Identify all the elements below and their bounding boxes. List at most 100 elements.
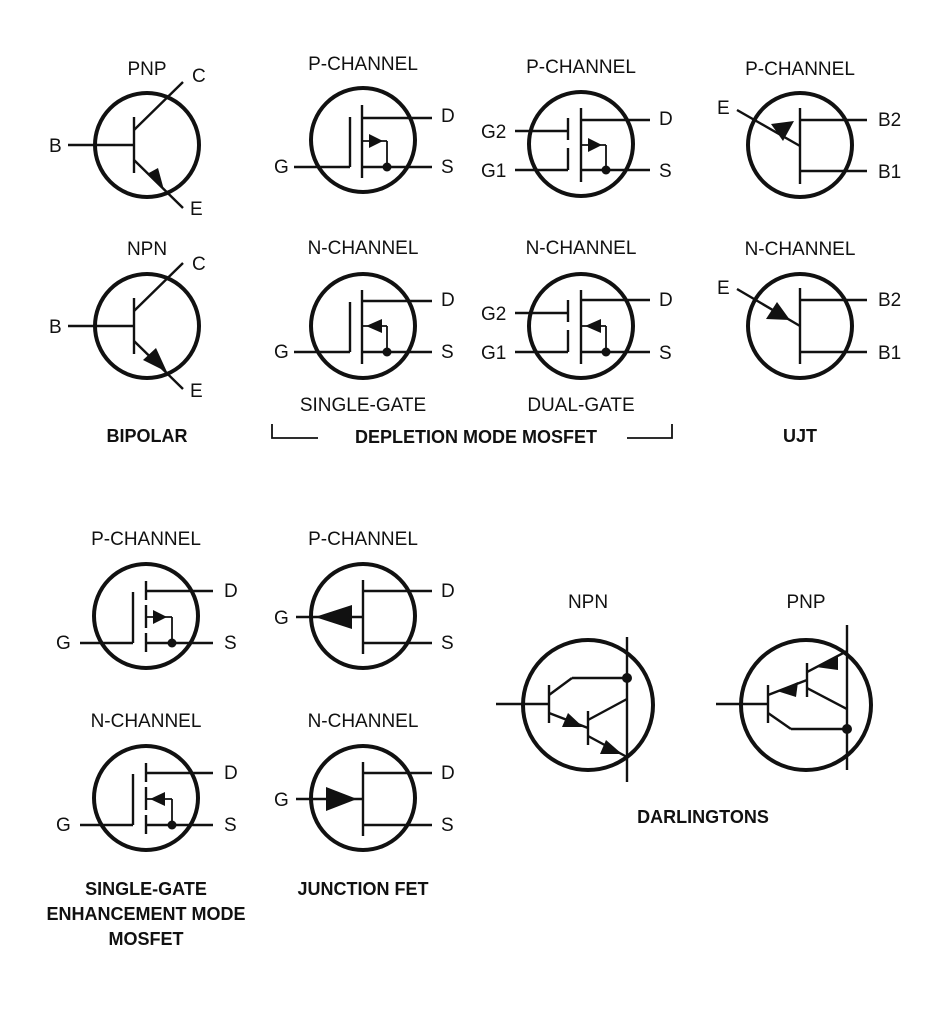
enh-n-g-label: G <box>56 815 71 836</box>
enhancement-caption-line-2: ENHANCEMENT MODE <box>46 904 245 924</box>
enhancement-caption-line-3: MOSFET <box>109 929 184 949</box>
dep-dual-n-d-label: D <box>659 290 673 311</box>
darlington-npn-q1-collector <box>548 677 573 696</box>
enh-n-s-label: S <box>224 815 237 836</box>
dep-dual-p-envelope <box>527 90 635 198</box>
dep-single-p-junction-dot <box>382 162 392 172</box>
dep-single-n-d-label: D <box>441 290 455 311</box>
ujt-p-b2-label: B2 <box>878 110 901 131</box>
darlington-pnp-q1-collector <box>767 712 792 730</box>
dep-dual-n-junction-dot <box>601 347 611 357</box>
darlington-npn-q1-arrow <box>562 713 583 727</box>
depletion-dual-n-symbol: N-CHANNEL D G2 G1 S <box>481 238 673 380</box>
npn-b-label: B <box>49 317 62 338</box>
dep-single-p-envelope <box>309 86 417 194</box>
ujt-n-e-label: E <box>717 278 730 299</box>
ujt-caption: UJT <box>783 426 817 446</box>
dep-dual-p-g2-label: G2 <box>481 122 506 143</box>
dep-single-p-g-label: G <box>274 157 289 178</box>
dep-single-n-s-label: S <box>441 342 454 363</box>
npn-emitter-arrow <box>143 348 167 372</box>
ujt-n-envelope <box>746 272 854 380</box>
npn-e-label: E <box>190 381 203 402</box>
ujt-p-emitter-lead <box>736 108 801 148</box>
jfet-n-d-label: D <box>441 763 455 784</box>
jfet-p-s-label: S <box>441 633 454 654</box>
enh-p-s-label: S <box>224 633 237 654</box>
dual-gate-label: DUAL-GATE <box>527 395 634 416</box>
enh-p-g-label: G <box>56 633 71 654</box>
ujt-p-arrow <box>771 121 794 141</box>
dep-single-p-arrow <box>369 134 383 148</box>
ujt-p-e-label: E <box>717 98 730 119</box>
enh-n-junction-dot <box>167 820 177 830</box>
darlington-npn-title: NPN <box>568 592 608 613</box>
dep-dual-n-title: N-CHANNEL <box>526 238 637 259</box>
jfet-p-title: P-CHANNEL <box>308 529 418 550</box>
dep-single-n-title: N-CHANNEL <box>308 238 419 259</box>
dep-dual-n-s-label: S <box>659 343 672 364</box>
dep-single-p-s-label: S <box>441 157 454 178</box>
ujt-p-envelope <box>746 91 854 199</box>
darlington-pnp-junction-dot <box>842 724 852 734</box>
darlington-npn-symbol: NPN <box>496 592 655 782</box>
ujt-p-b1-label: B1 <box>878 162 901 183</box>
bipolar-npn-symbol: NPN C B E <box>49 239 206 402</box>
darlingtons-caption: DARLINGTONS <box>637 807 769 827</box>
dep-dual-n-envelope <box>527 272 635 380</box>
darlington-pnp-q2-arrow <box>816 655 838 670</box>
jfet-n-g-label: G <box>274 790 289 811</box>
depletion-bracket-right <box>627 424 673 439</box>
ujt-n-title: N-CHANNEL <box>745 239 856 260</box>
enh-p-arrow <box>153 610 167 624</box>
pnp-e-label: E <box>190 199 203 220</box>
darlington-pnp-symbol: PNP <box>716 592 873 772</box>
enh-n-title: N-CHANNEL <box>91 711 202 732</box>
jfet-n-symbol: N-CHANNEL D G S <box>274 711 455 852</box>
dep-dual-p-arrow <box>588 138 602 152</box>
enhancement-caption-line-1: SINGLE-GATE <box>85 879 207 899</box>
dep-dual-p-title: P-CHANNEL <box>526 57 636 78</box>
depletion-bracket <box>271 424 673 439</box>
jfet-p-g-label: G <box>274 608 289 629</box>
npn-c-label: C <box>192 254 206 275</box>
depletion-dual-p-symbol: P-CHANNEL D G2 G1 S <box>481 57 673 198</box>
enh-n-arrow <box>150 792 165 806</box>
dep-single-n-g-label: G <box>274 342 289 363</box>
jfet-p-symbol: P-CHANNEL D G S <box>274 529 455 670</box>
ujt-p-title: P-CHANNEL <box>745 59 855 80</box>
dep-single-n-arrow <box>366 319 382 333</box>
enh-p-envelope <box>92 562 200 670</box>
enhancement-p-symbol: P-CHANNEL D G S <box>56 529 238 670</box>
darlington-pnp-title: PNP <box>786 592 825 613</box>
enh-n-envelope <box>92 744 200 852</box>
depletion-bracket-left <box>271 424 318 439</box>
darlington-pnp-q2-collector <box>806 686 848 711</box>
darlington-npn-junction-dot <box>622 673 632 683</box>
dep-dual-p-d-label: D <box>659 109 673 130</box>
jfet-n-title: N-CHANNEL <box>308 711 419 732</box>
ujt-n-b1-label: B1 <box>878 343 901 364</box>
jfet-n-arrow <box>326 787 357 811</box>
ujt-n-arrow <box>766 302 790 320</box>
ujt-p-symbol: P-CHANNEL E B2 B1 <box>717 59 901 199</box>
enh-p-d-label: D <box>224 581 238 602</box>
dep-dual-n-arrow <box>585 319 601 333</box>
darlington-pnp-q1-arrow <box>777 682 798 697</box>
ujt-n-symbol: N-CHANNEL E B2 B1 <box>717 239 901 380</box>
enh-p-title: P-CHANNEL <box>91 529 201 550</box>
depletion-caption: DEPLETION MODE MOSFET <box>355 427 597 447</box>
dep-dual-n-g1-label: G1 <box>481 343 506 364</box>
npn-collector-lead <box>133 262 184 312</box>
depletion-single-p-symbol: P-CHANNEL D G S <box>274 54 455 194</box>
pnp-b-label: B <box>49 136 62 157</box>
enh-n-d-label: D <box>224 763 238 784</box>
jfet-p-d-label: D <box>441 581 455 602</box>
dep-dual-p-junction-dot <box>601 165 611 175</box>
dep-single-p-d-label: D <box>441 106 455 127</box>
dep-dual-n-g2-label: G2 <box>481 304 506 325</box>
pnp-title: PNP <box>127 59 166 80</box>
dep-single-n-envelope <box>309 272 417 380</box>
